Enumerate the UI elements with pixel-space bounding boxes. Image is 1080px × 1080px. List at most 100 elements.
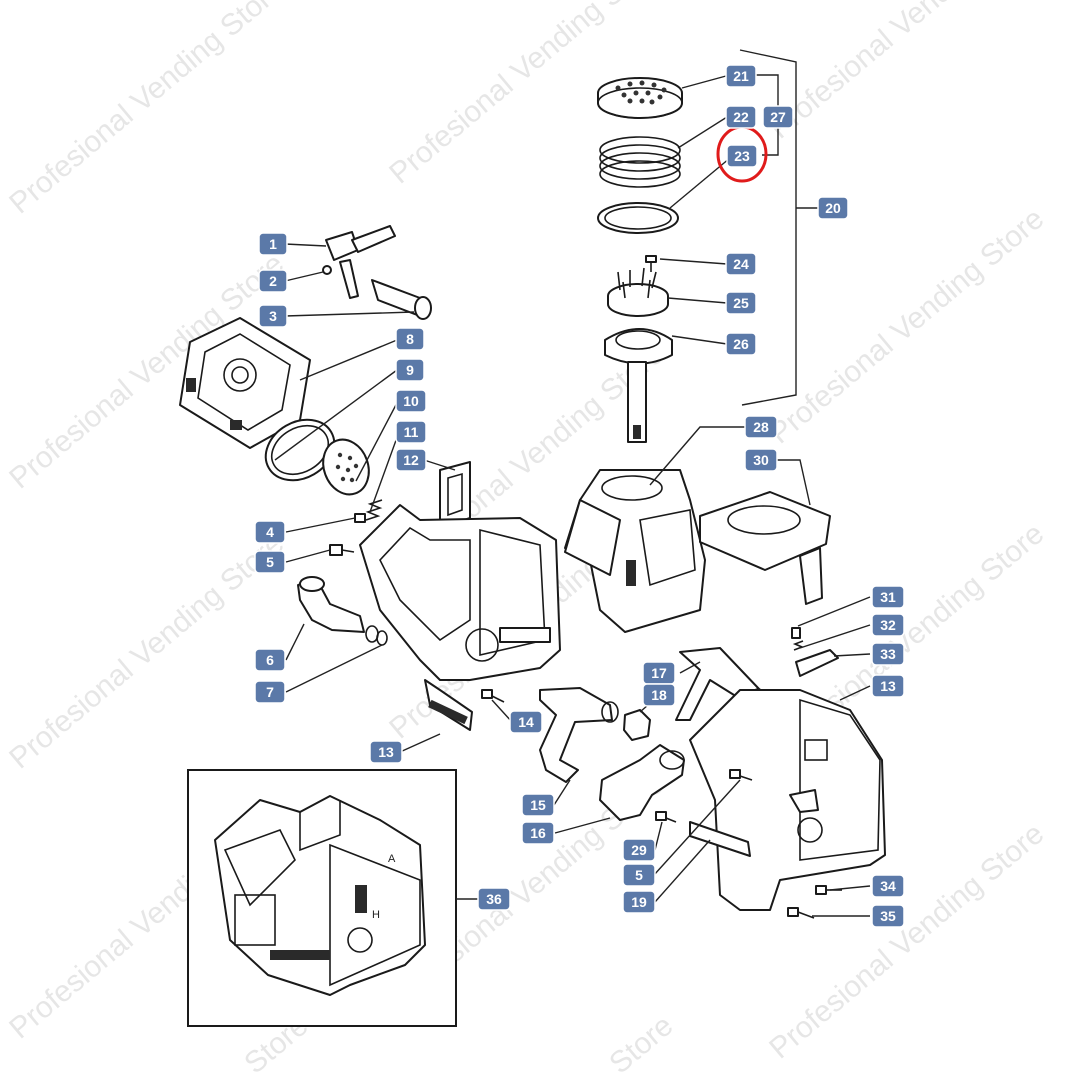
part-13-main-body-right bbox=[689, 689, 886, 911]
badge-5b: 5 bbox=[622, 863, 656, 887]
badge-28: 28 bbox=[744, 415, 778, 439]
watermark-text: Profesional Vending Store bbox=[763, 202, 1050, 450]
part-badges: 21 22 27 23 20 24 25 26 1 2 3 8 9 10 11 … bbox=[254, 64, 905, 928]
svg-text:19: 19 bbox=[631, 894, 647, 910]
svg-text:3: 3 bbox=[269, 308, 277, 324]
badge-3: 3 bbox=[258, 304, 288, 328]
svg-text:35: 35 bbox=[880, 908, 896, 924]
badge-15: 15 bbox=[521, 793, 555, 817]
badge-35: 35 bbox=[871, 904, 905, 928]
badge-6: 6 bbox=[254, 648, 286, 672]
badge-34: 34 bbox=[871, 874, 905, 898]
svg-text:33: 33 bbox=[880, 646, 896, 662]
svg-text:8: 8 bbox=[406, 331, 414, 347]
part-11-spring bbox=[365, 499, 383, 521]
badge-16: 16 bbox=[521, 821, 555, 845]
svg-text:36: 36 bbox=[486, 891, 502, 907]
svg-text:7: 7 bbox=[266, 684, 274, 700]
badge-17: 17 bbox=[642, 661, 676, 685]
badge-18: 18 bbox=[642, 683, 676, 707]
watermark-text: Profesional Vending Store bbox=[763, 0, 1050, 145]
badge-13b: 13 bbox=[871, 674, 905, 698]
svg-text:30: 30 bbox=[753, 452, 769, 468]
badge-36: 36 bbox=[477, 887, 511, 911]
svg-text:5: 5 bbox=[266, 554, 274, 570]
badge-10: 10 bbox=[395, 389, 427, 413]
part-22-piston-rings bbox=[599, 136, 681, 188]
leader-lines bbox=[274, 49, 871, 917]
part-12-bracket bbox=[439, 461, 471, 529]
svg-text:13: 13 bbox=[378, 744, 394, 760]
part-6-elbow-fitting bbox=[297, 576, 379, 643]
part-21-filter-disc bbox=[597, 77, 683, 119]
svg-text:32: 32 bbox=[880, 617, 896, 633]
svg-text:21: 21 bbox=[733, 68, 749, 84]
badge-19: 19 bbox=[622, 890, 656, 914]
svg-text:24: 24 bbox=[733, 256, 749, 272]
inset-assembly-box: A H bbox=[187, 769, 457, 1027]
part-7-small-ring bbox=[376, 630, 388, 646]
badge-9: 9 bbox=[395, 358, 425, 382]
badge-24: 24 bbox=[725, 252, 757, 276]
svg-text:1: 1 bbox=[269, 236, 277, 252]
badge-4: 4 bbox=[254, 520, 286, 544]
part-16-crank bbox=[599, 744, 685, 821]
svg-text:4: 4 bbox=[266, 524, 274, 540]
svg-text:31: 31 bbox=[880, 589, 896, 605]
badge-27: 27 bbox=[762, 105, 794, 129]
badge-5a: 5 bbox=[254, 550, 286, 574]
part-5-screw bbox=[329, 544, 355, 556]
part-19-shaft bbox=[689, 821, 751, 857]
svg-text:11: 11 bbox=[404, 424, 419, 440]
part-9-o-ring bbox=[264, 418, 336, 482]
svg-text:22: 22 bbox=[733, 109, 749, 125]
badge-1: 1 bbox=[258, 232, 288, 256]
badge-31: 31 bbox=[871, 585, 905, 609]
part-10-filter-disc bbox=[322, 438, 370, 496]
svg-text:29: 29 bbox=[631, 842, 647, 858]
part-35-screw bbox=[787, 907, 815, 919]
svg-text:9: 9 bbox=[406, 362, 414, 378]
badge-22: 22 bbox=[725, 105, 757, 129]
svg-text:14: 14 bbox=[518, 714, 534, 730]
part-13-main-body-left bbox=[359, 504, 561, 731]
svg-text:2: 2 bbox=[269, 273, 277, 289]
watermark-fragment: Store bbox=[603, 1009, 679, 1080]
watermark-text: Profesional Vending Store bbox=[3, 0, 290, 220]
part-15-crank bbox=[539, 687, 619, 783]
part-23-seal-ring bbox=[597, 202, 679, 234]
badge-25: 25 bbox=[725, 291, 757, 315]
part-32-spring bbox=[792, 640, 805, 651]
svg-text:34: 34 bbox=[880, 878, 896, 894]
svg-text:16: 16 bbox=[530, 825, 546, 841]
inset-mark-h: H bbox=[372, 909, 380, 921]
part-25-spiked-plate bbox=[607, 267, 669, 317]
part-29-screw bbox=[655, 811, 677, 823]
part-31-screw bbox=[791, 627, 801, 639]
part-14-screw bbox=[481, 689, 505, 703]
badge-21: 21 bbox=[725, 64, 757, 88]
badge-12: 12 bbox=[395, 448, 427, 472]
badge-8: 8 bbox=[395, 327, 425, 351]
svg-text:13: 13 bbox=[880, 678, 896, 694]
part-4-screw bbox=[354, 513, 366, 523]
badge-11: 11 bbox=[395, 420, 427, 444]
badge-14: 14 bbox=[509, 710, 543, 734]
svg-text:26: 26 bbox=[733, 336, 749, 352]
part-18-nut bbox=[623, 709, 651, 741]
part-30-funnel-holder bbox=[699, 491, 831, 605]
svg-text:23: 23 bbox=[734, 148, 750, 164]
badge-32: 32 bbox=[871, 613, 905, 637]
badge-7: 7 bbox=[254, 680, 286, 704]
svg-text:5: 5 bbox=[635, 867, 643, 883]
part-5-screw bbox=[729, 769, 753, 781]
watermark-text: Profesional Vending Store bbox=[3, 527, 290, 775]
svg-text:10: 10 bbox=[403, 393, 419, 409]
part-28-brew-chamber bbox=[564, 469, 706, 633]
svg-text:18: 18 bbox=[651, 687, 667, 703]
badge-2: 2 bbox=[258, 269, 288, 293]
svg-text:6: 6 bbox=[266, 652, 274, 668]
svg-text:25: 25 bbox=[733, 295, 749, 311]
part-24-screw bbox=[645, 255, 657, 272]
